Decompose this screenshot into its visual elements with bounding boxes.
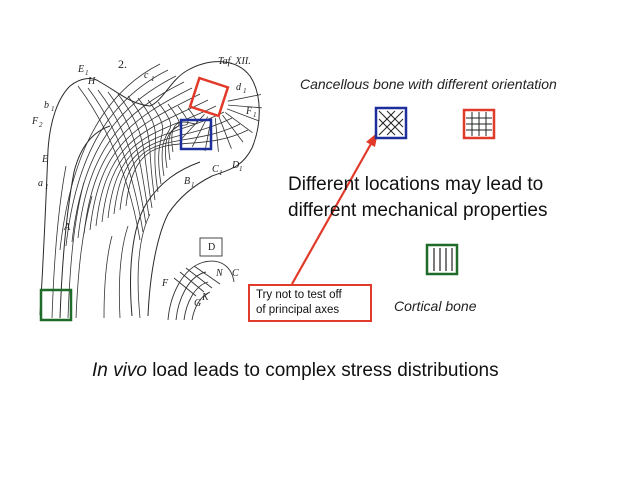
label-C: C	[232, 268, 239, 279]
green-region-square	[39, 288, 73, 322]
trabecular-line	[77, 85, 141, 241]
blue-crosshatch-pattern	[374, 106, 408, 140]
label-C1: C	[212, 164, 219, 175]
svg-text:1: 1	[51, 105, 55, 113]
green-vertical-pattern	[425, 243, 459, 276]
trabecular-line	[71, 75, 177, 243]
trabecular-line	[227, 94, 262, 102]
trabecular-line	[181, 114, 205, 140]
label-D1: D	[231, 160, 240, 171]
cortical-caption: Cortical bone	[394, 298, 477, 314]
bottom-statement: In vivo load leads to complex stress dis…	[92, 360, 499, 382]
label-E1: E	[77, 64, 84, 75]
red-region-square	[188, 76, 230, 118]
label-a1: a	[38, 178, 43, 189]
main-statement: Different locations may lead to differen…	[288, 172, 547, 224]
trabecular-line	[119, 123, 241, 211]
svg-text:1: 1	[253, 111, 257, 119]
svg-text:1: 1	[45, 183, 49, 191]
label-b1: b	[44, 100, 49, 111]
callout-line-2: of principal axes	[256, 304, 340, 316]
trabecular-line	[218, 116, 232, 149]
label-F: F	[161, 278, 169, 289]
svg-text:2: 2	[39, 121, 43, 129]
label-d1: d	[236, 82, 242, 93]
callout-box: Try not to test off of principal axes	[248, 284, 372, 322]
trabecular-line	[224, 112, 253, 134]
trabecular-line	[137, 97, 159, 193]
trabecular-line	[226, 108, 260, 122]
svg-text:1: 1	[219, 169, 223, 177]
label-E: E	[41, 154, 48, 165]
label-B1: B	[184, 176, 190, 187]
svg-text:1: 1	[239, 165, 243, 173]
plate-label: Taf. XII.	[218, 56, 251, 67]
label-A: A	[63, 222, 71, 233]
arrow-line	[291, 141, 373, 285]
bottom-rest: load leads to complex stress distributio…	[146, 360, 499, 381]
trabecular-line	[227, 104, 262, 109]
trabecular-lines	[59, 63, 262, 251]
blue-region-square	[179, 118, 213, 151]
svg-text:1: 1	[243, 87, 247, 95]
trabecular-line	[171, 107, 198, 153]
trabecular-line	[147, 99, 164, 185]
svg-text:1: 1	[85, 69, 89, 77]
trabecular-line	[95, 99, 209, 227]
callout-line-1: Try not to test off	[256, 289, 342, 301]
svg-text:1: 1	[191, 181, 195, 189]
trabecular-line	[117, 93, 153, 209]
figure-number: 2.	[118, 57, 127, 71]
label-N: N	[215, 268, 224, 279]
trabecular-line	[65, 69, 169, 247]
trabecular-line	[127, 95, 156, 201]
label-G: G	[194, 298, 201, 309]
trabecular-line	[107, 91, 150, 217]
label-H: H	[87, 76, 96, 87]
red-grid-pattern	[462, 108, 496, 140]
trabecular-line	[191, 116, 209, 147]
bottom-italic: In vivo	[92, 360, 147, 381]
label-c1: c	[144, 70, 149, 81]
trabecular-line	[101, 105, 217, 223]
trabecular-line	[59, 63, 161, 251]
svg-text:1: 1	[151, 75, 155, 83]
cancellous-caption: Cancellous bone with different orientati…	[300, 76, 557, 92]
label-F1: F	[245, 106, 253, 117]
trabecular-line	[77, 81, 185, 239]
trabecular-line	[83, 87, 193, 235]
label-F2: F	[31, 116, 39, 127]
trabecular-line	[87, 87, 144, 233]
trabecular-line	[214, 117, 219, 152]
trabecular-line	[165, 103, 180, 169]
shaft-lines	[51, 165, 151, 319]
main-statement-line-1: Different locations may lead to	[288, 174, 544, 195]
label-K: K	[201, 292, 210, 303]
label-D: D	[208, 242, 215, 253]
trabecular-line	[222, 114, 244, 143]
trabecular-line	[157, 101, 172, 177]
inset-section	[167, 237, 235, 321]
main-statement-line-2: different mechanical properties	[288, 200, 548, 221]
trabecular-line	[97, 89, 147, 225]
